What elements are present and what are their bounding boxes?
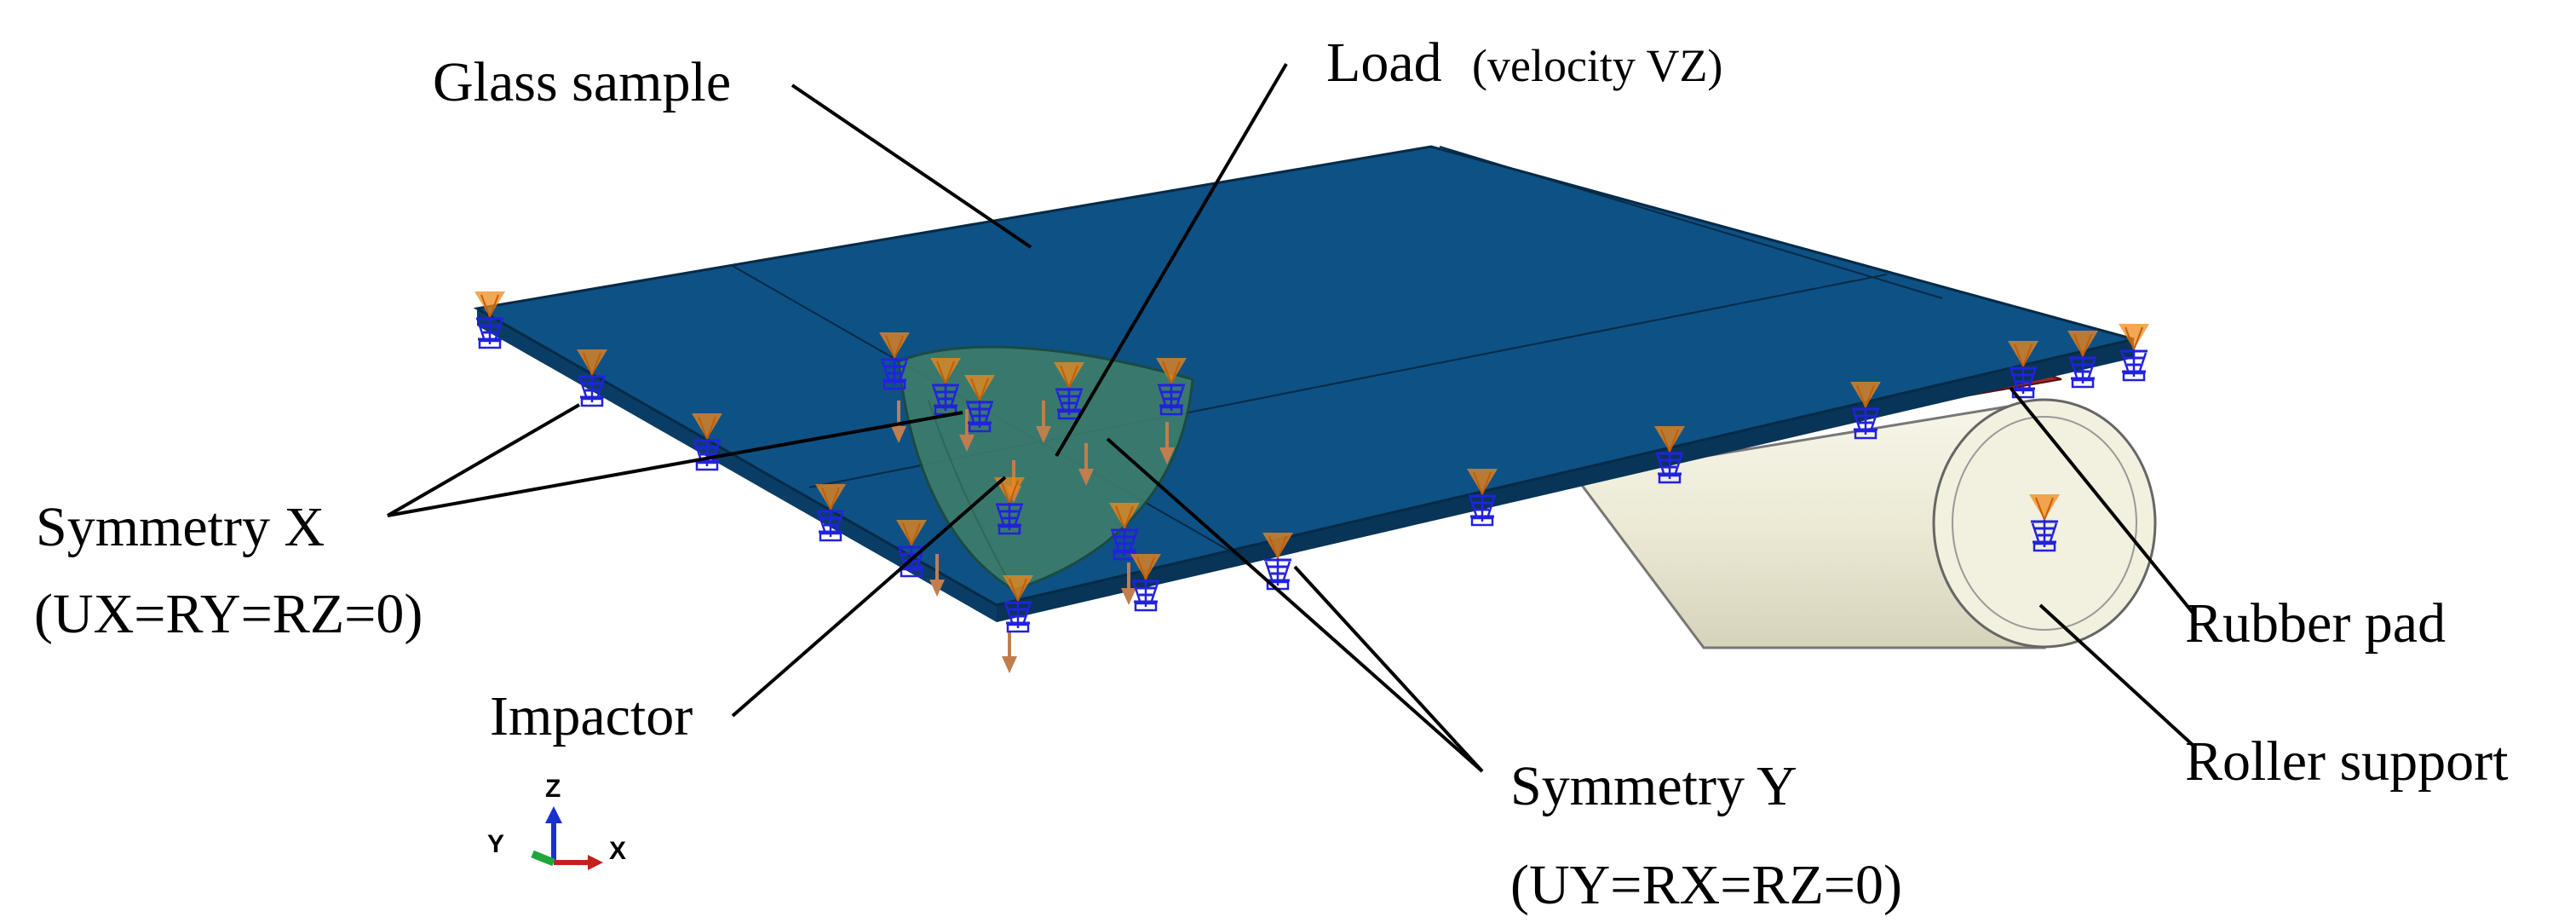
label-symmetry-y-condition: (UY=RX=RZ=0) <box>1510 854 1902 916</box>
label-load-velocity: (velocity VZ) <box>1472 40 1722 91</box>
leader-lines <box>386 62 2195 773</box>
triad-x-label: X <box>609 837 626 865</box>
triad-z-label: Z <box>545 775 561 803</box>
label-load: Load <box>1326 32 1442 94</box>
axis-triad: Z Y X <box>487 775 626 870</box>
label-impactor: Impactor <box>490 685 693 747</box>
label-roller-support: Roller support <box>2185 730 2508 793</box>
label-symmetry-x: Symmetry X <box>36 496 325 558</box>
label-rubber-pad: Rubber pad <box>2185 592 2446 655</box>
label-symmetry-x-condition: (UX=RY=RZ=0) <box>34 583 423 645</box>
label-glass-sample: Glass sample <box>433 51 731 113</box>
label-symmetry-y: Symmetry Y <box>1510 755 1797 817</box>
triad-y-label: Y <box>487 830 504 858</box>
roller-support <box>1573 398 2157 649</box>
